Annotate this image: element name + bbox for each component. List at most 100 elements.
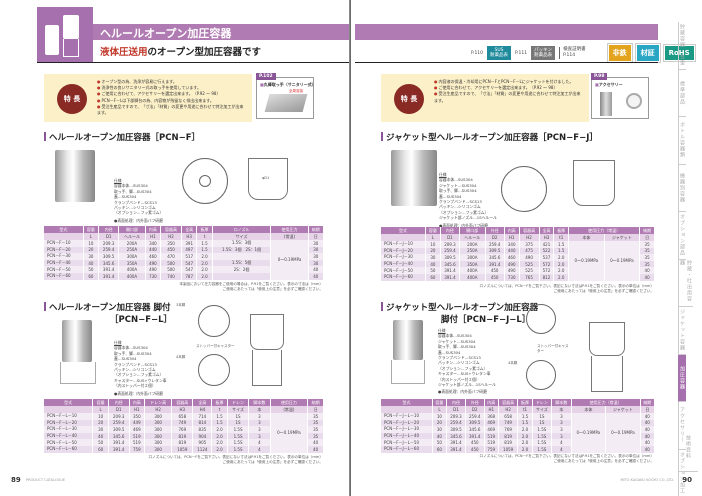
page-number: 90	[682, 476, 692, 484]
spec-pcn-f-j-l: 仕様 容器本体…SUS304 ジャケット…SUS304 取っ手、脚…SUS304…	[438, 328, 496, 395]
side-view-drawing-j	[573, 160, 615, 206]
page-subtitle: 液体圧送用のオープン型加圧容器です	[100, 47, 261, 58]
tab-bottle-containers[interactable]: ボトル容器類	[678, 117, 686, 165]
features-badge: 特 長	[394, 84, 424, 114]
features-box: 特 長 内容液の保温・冷却用にPCN－FとPCN－F－Lにジャケットを付けました…	[381, 74, 589, 122]
tab-option-parts[interactable]: オプション部品	[678, 212, 686, 260]
spec-pcn-f-j: 仕様 容器本体…SUS304 ジャケット…SUS304 取っ手、脚…SUS304…	[439, 172, 497, 228]
spec-pcn-f: 仕様 容器本体…SUS304 取っ手、脚…SUS304 蓋…SUS304 クラン…	[114, 178, 163, 223]
section-title-pcn-f-j: ジャケット型ヘルールオープン加圧容器［PCN−F−J］	[381, 132, 598, 143]
side-view-drawing-l	[250, 314, 284, 350]
side-view-drawing-j-l	[589, 322, 625, 356]
leg-stand	[60, 362, 96, 384]
product-photo-pcn-f-j-l	[393, 320, 423, 360]
tab-equipment-containers[interactable]: 機器別容器	[678, 164, 686, 212]
tab-dispensing-containers[interactable]: 貯蔵・吐出用容器	[678, 259, 693, 307]
3-leg-top-view	[198, 305, 230, 337]
table-note: 口ノズルについては、PCN－Fをご覧下さい。表記にない寸法はP.91をご覧くださ…	[479, 284, 654, 293]
page-title: ヘルールオープン加圧容器	[100, 27, 232, 40]
product-photo-pcn-f-j	[391, 150, 437, 206]
pressure-gauge-photo	[626, 93, 642, 109]
packing-chemical-chart-badge[interactable]: パッキン耐薬品表	[531, 46, 556, 60]
features-box: 特 長 オープン型の為、洗浄が容易に行えます。 洗浄性の良いサニタリー式の取っ手…	[44, 74, 252, 122]
header-divider	[355, 62, 658, 63]
material-cert-badge: 材証	[634, 43, 661, 63]
product-photo-pcn-f-l	[62, 320, 92, 362]
page-number: 89	[11, 476, 21, 484]
rohs-badge: RoHS	[662, 44, 696, 62]
tab-standard-parts[interactable]: 標準部品	[678, 69, 686, 117]
handle-photo	[264, 94, 308, 112]
features-list: オープン型の為、洗浄が容易に行えます。 洗浄性の良いサニタリー式の取っ手を使用し…	[97, 79, 247, 116]
spec-pcn-f-l: 仕様 容器本体…SUS304 取っ手、脚…SUS304 蓋…SUS304 クラン…	[114, 340, 167, 396]
page-ref-tag: P.98	[591, 73, 608, 80]
left-page: ヘルールオープン加圧容器 液体圧送用のオープン型加圧容器です 特 長 オープン型…	[0, 0, 350, 496]
section-title-pcn-f-l: ヘルールオープン加圧容器 脚付	[44, 302, 170, 313]
tab-pressure-containers[interactable]: 加圧容器	[678, 354, 686, 402]
table-note: 口ノズルについては、PCN－Fをご覧下さい。表記にない寸法はP.91をご覧くださ…	[148, 455, 323, 464]
handle-reference-box: P.102 丸棒取っ手（サニタリー式） 全周溶接	[256, 73, 316, 119]
footer-text: MITO KAGAKU KOGYO CO.,LTD.	[620, 478, 674, 482]
features-list: 内容液の保温・冷却用にPCN－FとPCN－F－Lにジャケットを付けました。 ご使…	[434, 79, 584, 104]
header-bar	[93, 24, 349, 40]
features-badge: 特 長	[57, 84, 87, 114]
top-view-drawing	[182, 158, 228, 204]
tab-option-processing[interactable]: オプション加工	[678, 449, 686, 496]
leg-stand	[391, 360, 425, 384]
tab-technical-data[interactable]: 技術資料	[678, 422, 698, 472]
table-note: 本製品において圧力容器をご使用の場合は、P.91をご覧ください。表示の寸法は（m…	[179, 282, 323, 291]
section-title-pcn-f-j-l: ジャケット型ヘルールオープン加圧容器	[381, 302, 538, 313]
tab-storage-containers[interactable]: 貯蔵容器・台車	[678, 22, 686, 70]
nonferrous-badge: 非鉄	[606, 43, 633, 63]
4-leg-top-view	[526, 360, 556, 390]
side-view-drawing	[248, 158, 288, 200]
header-bar	[355, 24, 658, 40]
chapter-tabs: 貯蔵容器・台車 標準部品 ボトル容器類 機器別容器 オプション部品 貯蔵・吐出用…	[678, 22, 698, 496]
page-ref-tag: P.102	[256, 73, 276, 80]
accessory-reference-box: P.98 アクセサリー	[591, 73, 649, 119]
valve-photo	[600, 92, 612, 116]
section-title-pcn-f: ヘルールオープン加圧容器［PCN−F］	[44, 132, 200, 143]
3-leg-top-view	[526, 304, 556, 334]
product-photo-pcn-f	[55, 150, 95, 202]
top-view-drawing-j	[501, 166, 547, 212]
header-divider	[37, 62, 349, 63]
4-leg-top-view	[198, 354, 230, 386]
footer-text: PRODUCT CATALOGUE	[26, 478, 66, 482]
tab-jacket-containers[interactable]: ジャケット容器	[678, 307, 686, 355]
product-category-icon	[37, 7, 93, 62]
table-note: 口ノズルについては、PCN－Fをご覧下さい。表記にない寸法はP.91をご覧くださ…	[479, 454, 654, 463]
